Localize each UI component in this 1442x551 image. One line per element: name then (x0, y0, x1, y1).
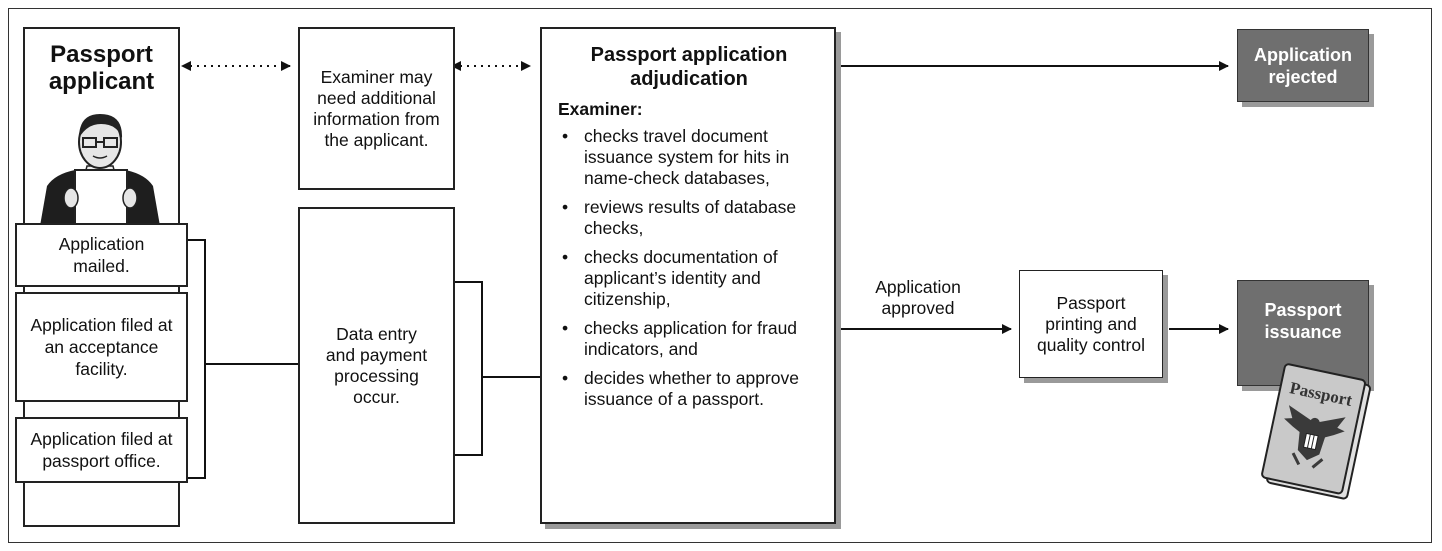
adjudication-box: Passport application adjudication Examin… (540, 27, 836, 524)
eagle-seal-icon (1284, 405, 1346, 469)
examiner-note-box: Examiner may need additional information… (298, 27, 455, 190)
adjudication-step: checks documentation of applicant’s iden… (558, 247, 820, 310)
adjudication-step: reviews results of database checks, (558, 197, 820, 239)
adjudication-step: checks travel document issuance system f… (558, 126, 820, 189)
method-passport-office: Application filed at passport office. (15, 417, 188, 483)
adjudication-title: Passport application adjudication (590, 44, 788, 90)
methods-bracket (188, 239, 206, 479)
approved-label: Application approved (875, 277, 961, 318)
printing-box: Passport printing and quality control (1019, 270, 1163, 378)
adjudication-subtitle: Examiner: (558, 99, 643, 119)
adjudication-steps: checks travel document issuance system f… (558, 126, 820, 410)
method-mailed: Application mailed. (15, 223, 188, 287)
rejected-box: Application rejected (1237, 29, 1369, 102)
passport-booklet-icon: Passport (1261, 363, 1372, 500)
data-entry-box: Data entry and payment processing occur. (298, 207, 455, 524)
method-acceptance-facility: Application filed at an acceptance facil… (15, 292, 188, 402)
data-entry-bracket (455, 281, 483, 456)
adjudication-step: checks application for fraud indicators,… (558, 318, 820, 360)
adjudication-step: decides whether to approve issuance of a… (558, 368, 820, 410)
diagram-frame (8, 8, 1432, 543)
applicant-title: Passport applicant (48, 41, 155, 95)
applicant-person-icon (40, 114, 160, 226)
issuance-box: Passport issuance (1237, 280, 1369, 386)
